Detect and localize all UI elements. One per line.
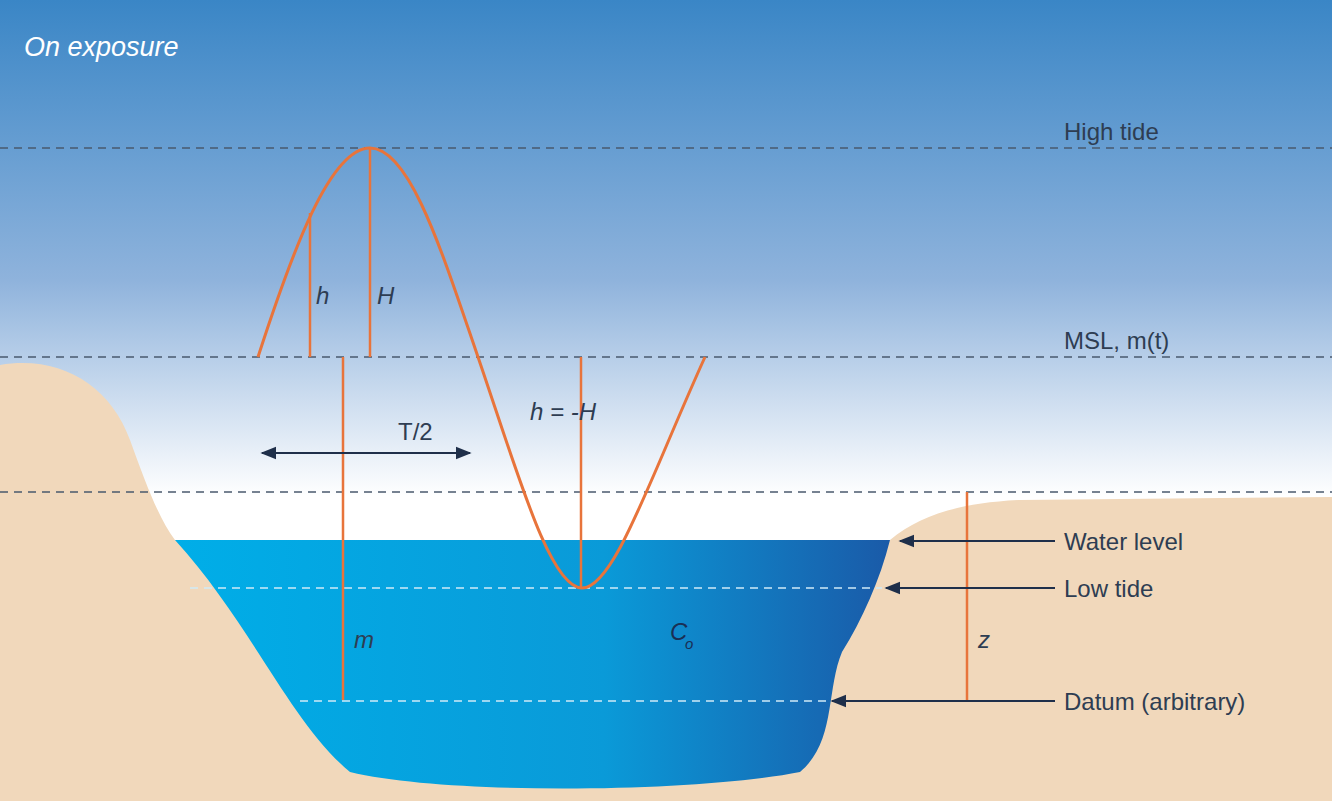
symbol-label: H bbox=[377, 284, 394, 308]
symbol-label: m bbox=[354, 628, 374, 652]
msl-line bbox=[0, 356, 1332, 358]
water-body bbox=[175, 540, 890, 789]
dimension-label: T/2 bbox=[398, 420, 433, 444]
trough-line bbox=[580, 357, 583, 588]
z-line bbox=[966, 492, 969, 700]
water-level-arrow bbox=[900, 540, 1055, 542]
symbol-label: h = -H bbox=[530, 400, 596, 424]
panel-title: On exposure bbox=[24, 34, 179, 61]
half-period-arrow bbox=[262, 452, 470, 454]
level-label: Water level bbox=[1064, 530, 1183, 554]
reference-line bbox=[0, 491, 1332, 493]
tide-curve bbox=[258, 148, 705, 588]
m-line bbox=[342, 357, 345, 700]
symbol-label: h bbox=[316, 284, 329, 308]
symbol-label: z bbox=[978, 628, 990, 652]
low-tide-line bbox=[190, 587, 882, 589]
datum-line bbox=[300, 700, 830, 702]
subscript-label: o bbox=[685, 636, 693, 651]
h-line bbox=[309, 213, 312, 357]
level-label: Datum (arbitrary) bbox=[1064, 690, 1245, 714]
level-label: MSL, m(t) bbox=[1064, 329, 1169, 353]
high-tide-line bbox=[0, 147, 1332, 149]
datum-arrow bbox=[832, 700, 1055, 702]
symbol-label: C bbox=[670, 620, 687, 644]
level-label: High tide bbox=[1064, 120, 1159, 144]
low-tide-arrow bbox=[886, 587, 1055, 589]
amplitude-line bbox=[369, 148, 372, 357]
ground bbox=[0, 363, 1332, 801]
level-label: Low tide bbox=[1064, 577, 1153, 601]
